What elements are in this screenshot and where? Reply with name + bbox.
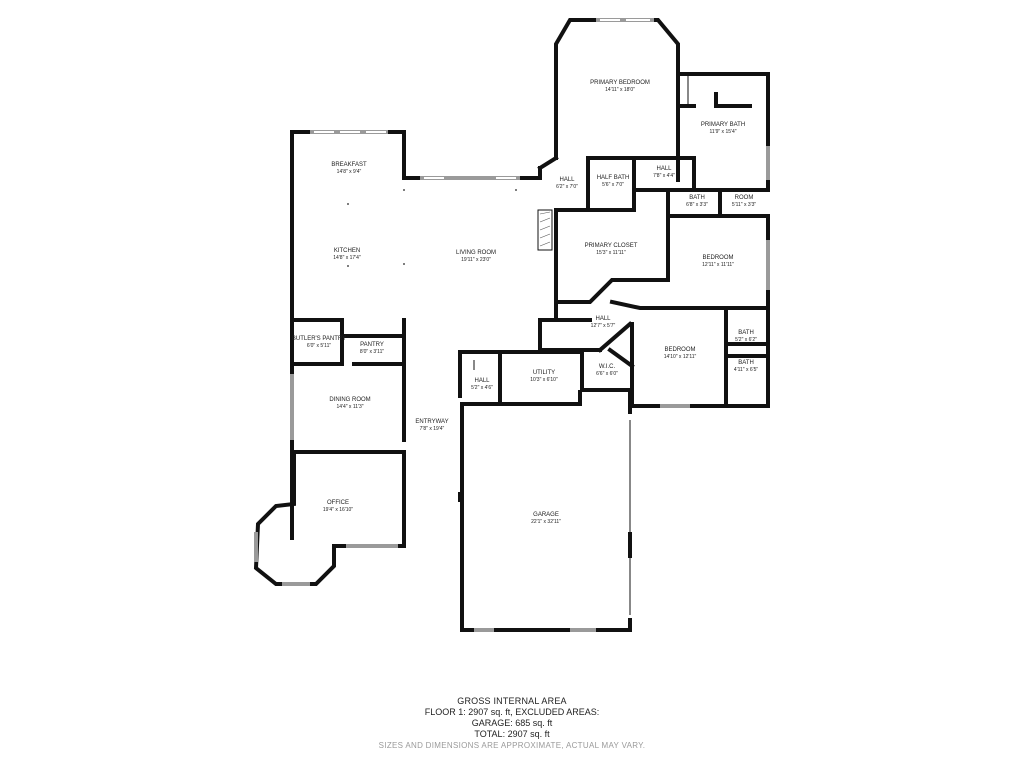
area-summary: GROSS INTERNAL AREA FLOOR 1: 2907 sq. ft… [0,696,1024,751]
room-utility-dims: 10'3" x 6'10" [530,377,558,383]
room-hall-3-dims: 12'7" x 5'7" [591,323,616,329]
room-hall-1-name: HALL [559,177,575,183]
room-hall-4-dims: 5'2" x 4'6" [471,385,493,391]
room-bath-3-dims: 4'11" x 6'5" [734,367,758,373]
room-breakfast-name: BREAKFAST [331,162,367,168]
room-butlers-pantry-dims: 6'0" x 5'11" [307,343,331,349]
room-bedroom-1-name: BEDROOM [702,255,733,261]
room-wic-name: W.I.C. [599,364,616,370]
room-kitchen-name: KITCHEN [334,248,360,254]
summary-heading: GROSS INTERNAL AREA [457,696,567,706]
room-wic-dims: 6'6" x 6'0" [596,371,618,377]
room-utility-name: UTILITY [533,370,555,376]
room-bedroom-2-name: BEDROOM [664,347,695,353]
room-room-dims: 5'11" x 3'3" [732,202,756,208]
room-hall-3-name: HALL [595,316,611,322]
summary-total-line: TOTAL: 2907 sq. ft [474,729,550,739]
room-office-dims: 19'4" x 16'10" [323,507,353,513]
room-hall-4-name: HALL [474,378,490,384]
room-room-name: ROOM [735,195,754,201]
room-bath-2-name: BATH [738,330,754,336]
fireplace [537,209,553,251]
summary-disclaimer: SIZES AND DIMENSIONS ARE APPROXIMATE, AC… [378,741,646,750]
room-primary-bath-name: PRIMARY BATH [701,122,745,128]
room-primary-closet-dims: 15'3" x 11'11" [596,250,626,256]
room-bedroom-2-dims: 14'10" x 12'11" [664,354,697,360]
room-bedroom-1-dims: 12'11" x 11'11" [702,262,734,268]
walls [253,18,770,632]
summary-garage-line: GARAGE: 685 sq. ft [471,718,553,728]
room-hall-1-dims: 6'2" x 7'0" [556,184,578,190]
room-bath-3-name: BATH [738,360,754,366]
room-pantry-name: PANTRY [360,342,384,348]
room-bath-1-dims: 6'8" x 3'3" [686,202,708,208]
room-breakfast-dims: 14'8" x 9'4" [337,169,362,175]
room-half-bath-name: HALF BATH [597,175,630,181]
room-butlers-pantry-name: BUTLER'S PANTRY [292,336,346,342]
room-entryway-dims: 7'8" x 19'4" [420,426,445,432]
room-hall-2-name: HALL [656,166,672,172]
room-primary-closet-name: PRIMARY CLOSET [585,243,638,249]
room-pantry-dims: 8'0" x 3'11" [360,349,384,355]
room-dining-room-name: DINING ROOM [329,397,370,403]
room-garage-dims: 22'1" x 32'11" [531,519,561,525]
room-bath-1-name: BATH [689,195,705,201]
room-kitchen-dims: 14'8" x 17'4" [333,255,361,261]
room-primary-bath-dims: 11'9" x 15'4" [709,129,736,135]
room-hall-2-dims: 7'8" x 4'4" [653,173,675,179]
ceiling-lights [347,189,517,267]
room-primary-bedroom-dims: 14'11" x 18'0" [605,87,635,93]
room-half-bath-dims: 5'6" x 7'0" [602,182,624,188]
summary-floor-line: FLOOR 1: 2907 sq. ft, EXCLUDED AREAS: [424,707,600,717]
room-office-name: OFFICE [327,500,349,506]
room-garage-name: GARAGE [533,512,559,518]
room-primary-bedroom-name: PRIMARY BEDROOM [590,80,650,86]
windows [254,18,770,632]
room-entryway-name: ENTRYWAY [415,419,448,425]
room-labels: PRIMARY BEDROOM 14'11" x 18'0" PRIMARY B… [292,80,758,525]
room-living-room-dims: 19'11" x 23'0" [461,257,491,263]
room-living-room-name: LIVING ROOM [456,250,496,256]
room-dining-room-dims: 14'4" x 11'3" [336,404,363,410]
room-bath-2-dims: 5'2" x 6'2" [735,337,757,343]
